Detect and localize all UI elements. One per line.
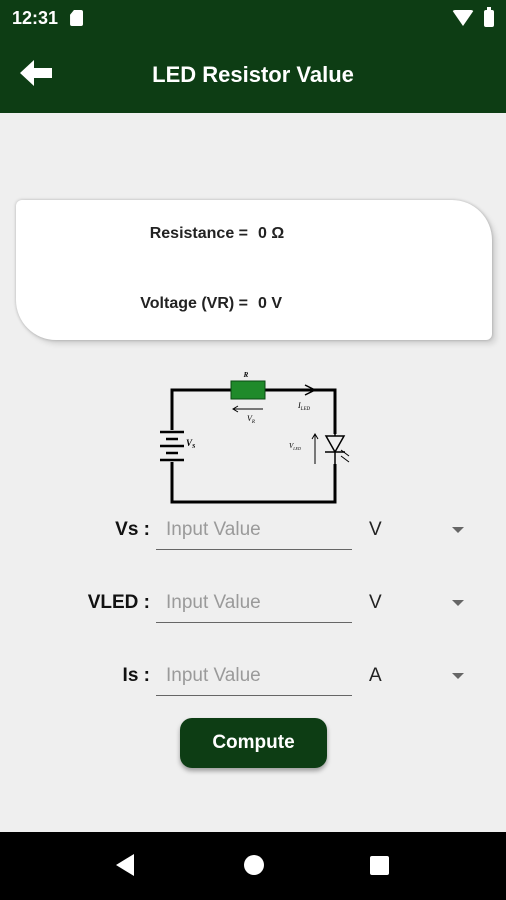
page-title: LED Resistor Value — [152, 61, 354, 87]
wifi-icon — [452, 10, 474, 26]
vs-label: Vs : — [115, 519, 150, 540]
app-bar: LED Resistor Value — [0, 36, 506, 113]
vs-input[interactable] — [156, 510, 352, 550]
circuit-diagram: R ILED VR VS VLED — [160, 371, 350, 504]
status-icons — [452, 6, 494, 27]
vs-unit-select[interactable]: V — [362, 510, 474, 550]
is-unit-select[interactable]: A — [362, 656, 474, 696]
caret-down-icon — [452, 527, 464, 533]
caret-down-icon — [452, 673, 464, 679]
sd-card-icon — [70, 10, 84, 26]
vled-input[interactable] — [156, 583, 352, 623]
vs-unit-value: V — [369, 519, 382, 540]
vs-label: VS — [186, 438, 196, 450]
system-nav-bar — [0, 832, 506, 900]
iled-label: ILED — [297, 401, 311, 412]
vled-unit-value: V — [369, 592, 382, 613]
vled-label: VLED : — [87, 592, 150, 613]
is-label: Is : — [122, 665, 150, 686]
resistance-value: 0 Ω — [258, 225, 285, 242]
nav-recents-icon[interactable] — [370, 856, 389, 875]
voltage-label: Voltage (VR) = — [140, 295, 248, 312]
compute-button[interactable]: Compute — [180, 718, 327, 768]
is-unit-value: A — [369, 665, 382, 686]
resistor-label: R — [243, 371, 249, 379]
arrow-left-icon — [20, 60, 52, 86]
back-button[interactable] — [20, 58, 54, 88]
nav-home-icon[interactable] — [244, 855, 264, 875]
voltage-value: 0 V — [258, 295, 283, 312]
is-input[interactable] — [156, 656, 352, 696]
status-time: 12:31 — [12, 7, 59, 28]
vled-unit-select[interactable]: V — [362, 583, 474, 623]
caret-down-icon — [452, 600, 464, 606]
resistance-label: Resistance = — [149, 225, 248, 242]
resistor-symbol — [230, 380, 266, 400]
nav-back-icon[interactable] — [116, 854, 134, 876]
battery-icon — [484, 6, 494, 27]
vled-label: VLED — [289, 442, 301, 451]
vr-label: VR — [247, 414, 255, 425]
status-bar: 12:31 — [0, 0, 506, 36]
result-card: Resistance = 0 Ω Voltage (VR) = 0 V — [16, 200, 492, 340]
